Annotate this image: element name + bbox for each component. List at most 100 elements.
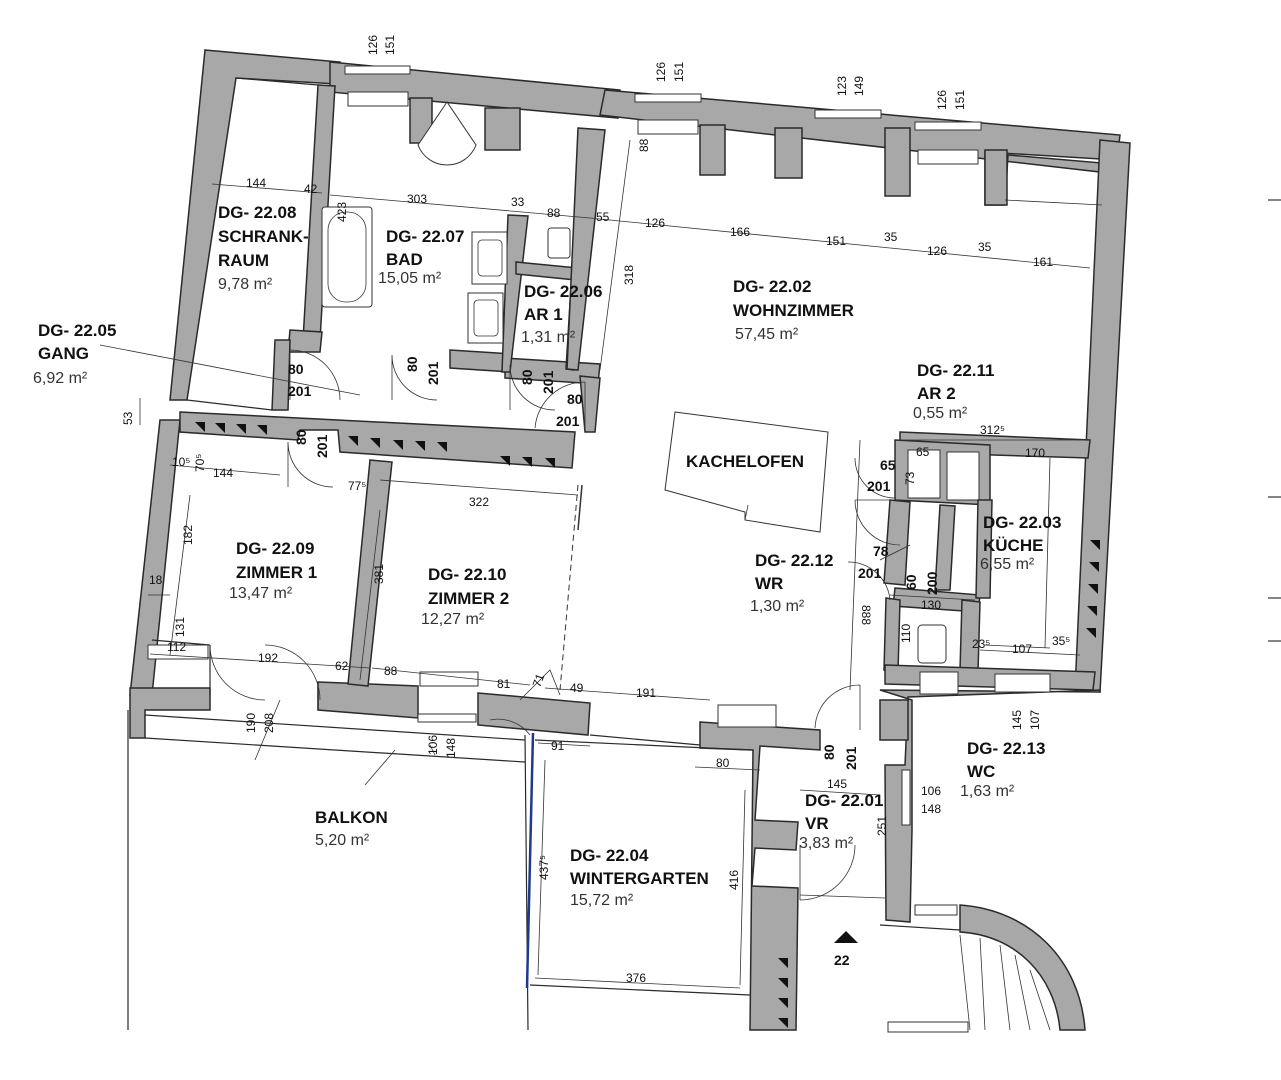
room-ar2: DG- 22.11 AR 2 0,55 m²: [913, 361, 995, 422]
room-area: 3,83 m²: [799, 835, 854, 852]
ar2-shelf-2: [946, 451, 980, 501]
dimension-label: 130: [921, 598, 941, 612]
dimension-label: 23⁵: [972, 637, 990, 651]
door-swing: [391, 354, 438, 401]
room-code: DG- 22.12: [755, 551, 833, 570]
room-area: 57,45 m²: [735, 326, 799, 343]
room-code: DG- 22.01: [805, 791, 883, 810]
dimension-label: 80: [716, 756, 730, 770]
sink: [471, 231, 508, 285]
wall-kitchen-bottom: [884, 664, 1096, 691]
wall-wc-left: [883, 597, 901, 673]
room-wc: DG- 22.13 WC 1,63 m²: [960, 739, 1045, 800]
room-area: 12,27 m²: [421, 611, 485, 628]
wall-ar1-top: [515, 261, 579, 281]
door-swing: [509, 364, 556, 411]
dimension-label: 148: [921, 802, 941, 816]
door-swing: [814, 684, 861, 730]
door-swing: [489, 718, 531, 736]
dimension-label: 201: [314, 434, 330, 458]
room-gang: DG- 22.05 GANG 6,92 m²: [33, 321, 116, 387]
dimension-label: 88: [384, 664, 398, 678]
dimension-label: 148: [444, 738, 458, 758]
door-swing: [287, 441, 334, 488]
room-name: VR: [805, 814, 829, 833]
wall-bad-gang: [287, 329, 323, 353]
dimension-label: 73: [903, 471, 917, 485]
dimension-label: 151: [383, 35, 397, 55]
dimension-label: 423: [335, 202, 349, 222]
window: [901, 769, 911, 826]
window: [914, 904, 958, 916]
dimension-label: 149: [852, 76, 866, 96]
room-name: RAUM: [218, 251, 269, 270]
dimension-label: 151: [672, 62, 686, 82]
dimension-label: 35: [978, 240, 992, 254]
stair-number: 22: [834, 952, 850, 968]
dimension-label: 437⁵: [537, 855, 551, 880]
stair-wall: [959, 904, 1086, 1031]
dimension-label: 126: [927, 244, 947, 258]
dimension-label: 190: [244, 713, 258, 733]
edge-ticks: [1268, 199, 1281, 642]
door-swing: [209, 644, 321, 701]
room-name: AR 2: [917, 384, 956, 403]
wall-wc-right: [959, 599, 981, 673]
room-wr: DG- 22.12 WR 1,30 m²: [750, 551, 833, 615]
dimension-label: 62: [335, 659, 349, 673]
room-area: 0,55 m²: [913, 405, 968, 422]
window: [919, 671, 959, 695]
dimension-label: 131: [173, 617, 187, 637]
dimension-label: 71: [530, 671, 548, 689]
wall-kitchen-left: [975, 499, 993, 599]
room-wohnzimmer: DG- 22.02 WOHNZIMMER 57,45 m²: [733, 277, 854, 343]
room-name: GANG: [38, 344, 89, 363]
room-area: 1,31 m²: [521, 329, 576, 346]
dimension-label: 80: [404, 356, 420, 372]
dimension-label: 70⁵: [193, 454, 207, 472]
dimension-label: 200: [924, 571, 940, 595]
inner-lines: [127, 77, 1103, 1031]
pier-4: [984, 149, 1008, 206]
window: [344, 65, 411, 75]
stair-steps: [959, 934, 1051, 1031]
room-code: DG- 22.05: [38, 321, 116, 340]
pier-bad-2: [484, 107, 521, 151]
dimension-label: 80: [288, 361, 304, 377]
dimension-label: 80: [821, 744, 837, 760]
dimension-label: 126: [935, 90, 949, 110]
dimension-label: 88: [547, 206, 561, 220]
dimension-label: 416: [727, 870, 741, 890]
room-code: DG- 22.04: [570, 846, 649, 865]
dimension-label: 77⁵: [348, 479, 366, 493]
wall-wr-left: [883, 499, 911, 586]
dimension-label: 312⁵: [980, 423, 1005, 437]
dimension-label: 65: [880, 457, 896, 473]
dimension-label: 201: [867, 478, 891, 494]
wall-wr-right: [934, 504, 956, 591]
dimension-label: 107: [1028, 710, 1042, 730]
dimension-label: 35⁵: [1052, 634, 1070, 648]
kachelofen-label: KACHELOFEN: [686, 452, 804, 471]
dimension-label: 49: [570, 681, 584, 695]
dimension-label: 191: [636, 686, 656, 700]
room-zimmer2: DG- 22.10 ZIMMER 2 12,27 m²: [421, 565, 509, 628]
room-area: 6,92 m²: [33, 370, 88, 387]
dimension-label: 303: [407, 192, 427, 206]
room-code: DG- 22.03: [983, 513, 1061, 532]
room-code: DG- 22.13: [967, 739, 1045, 758]
dimension-label: 201: [858, 565, 882, 581]
room-code: DG- 22.09: [236, 539, 314, 558]
dimension-label: 123: [835, 76, 849, 96]
room-name: BALKON: [315, 808, 388, 827]
toilet: [917, 624, 947, 664]
dimension-label: 161: [1033, 255, 1053, 269]
room-code: DG- 22.10: [428, 565, 506, 584]
window: [917, 149, 979, 165]
room-area: 9,78 m²: [218, 276, 273, 293]
dimension-label: 144: [213, 466, 233, 480]
window: [417, 713, 477, 723]
window: [347, 91, 409, 107]
dimension-label: 144: [246, 176, 266, 190]
dimension-label: 251: [875, 816, 889, 836]
